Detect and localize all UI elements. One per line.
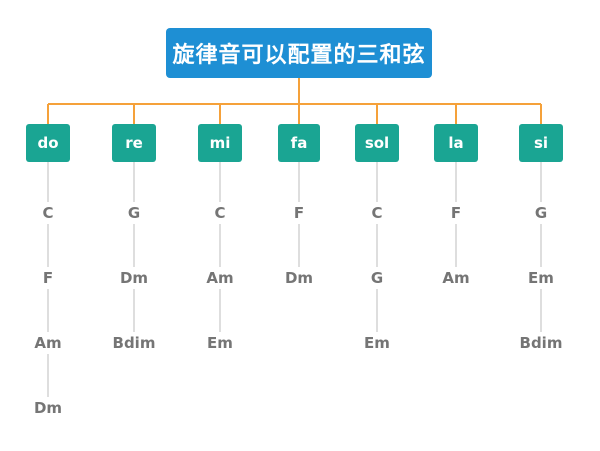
note-sol: sol <box>355 124 399 162</box>
chord-si-bdim: Bdim <box>511 332 571 354</box>
chord-re-g: G <box>104 202 164 224</box>
chord-si-g: G <box>511 202 571 224</box>
chord-fa-dm: Dm <box>269 267 329 289</box>
chord-la-f: F <box>426 202 486 224</box>
chord-sol-c: C <box>347 202 407 224</box>
chord-sol-g: G <box>347 267 407 289</box>
chord-mi-c: C <box>190 202 250 224</box>
chord-si-em: Em <box>511 267 571 289</box>
note-fa: fa <box>278 124 320 162</box>
note-do: do <box>26 124 70 162</box>
chord-do-f: F <box>18 267 78 289</box>
chord-re-dm: Dm <box>104 267 164 289</box>
chord-fa-f: F <box>269 202 329 224</box>
chord-sol-em: Em <box>347 332 407 354</box>
diagram-title: 旋律音可以配置的三和弦 <box>166 28 432 78</box>
note-si: si <box>519 124 563 162</box>
chord-mi-em: Em <box>190 332 250 354</box>
chord-mi-am: Am <box>190 267 250 289</box>
chord-la-am: Am <box>426 267 486 289</box>
note-mi: mi <box>198 124 242 162</box>
chord-do-dm: Dm <box>18 397 78 419</box>
note-la: la <box>434 124 478 162</box>
chord-do-am: Am <box>18 332 78 354</box>
note-re: re <box>112 124 156 162</box>
chord-re-bdim: Bdim <box>104 332 164 354</box>
chord-do-c: C <box>18 202 78 224</box>
